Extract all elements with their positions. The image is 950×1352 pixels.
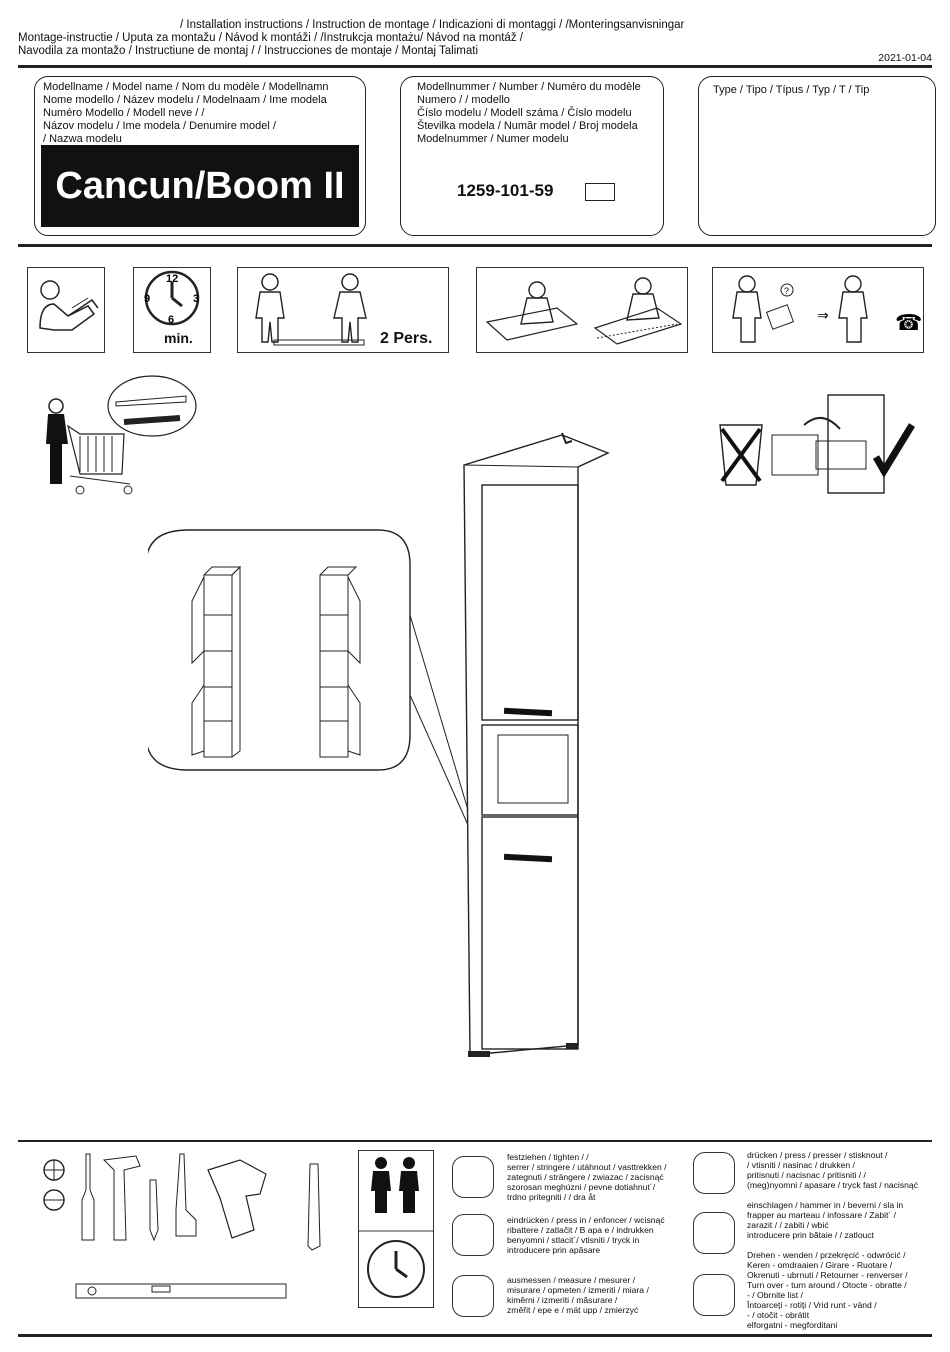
time-required-icon: 12 3 6 9 min.: [133, 267, 211, 353]
type-label: Type / Tipo / Típus / Typ / T / Tip: [713, 84, 870, 96]
svg-text:?: ?: [784, 286, 789, 296]
model-number-box: Modellnummer / Number / Numéro du modèle…: [400, 76, 664, 236]
cabinet-illustration: [145, 425, 618, 1095]
hardware-shopping-illustration: [40, 372, 200, 502]
svg-text:6: 6: [168, 314, 174, 326]
tighten-description: festziehen / tighten / / serrer / string…: [507, 1152, 667, 1202]
header-line-1: / Installation instructions / Instructio…: [180, 19, 685, 31]
footer-divider-top: [18, 1140, 932, 1142]
turn-over-icon: [693, 1274, 735, 1316]
header-line-3: Navodila za montažo / Instructiune de mo…: [18, 45, 479, 57]
persons-label: 2 Pers.: [380, 330, 433, 347]
svg-text:3: 3: [193, 293, 199, 305]
persons-and-time-panel: [358, 1150, 434, 1308]
turn-over-description: Drehen - wenden / przekręcić - odwrócić …: [747, 1250, 908, 1330]
time-unit-label: min.: [164, 330, 193, 346]
work-on-soft-surface-icon: [476, 267, 688, 353]
model-number-label: Modellnummer / Number / Numéro du modèle…: [417, 81, 641, 145]
contact-support-icon: ? ⇒ ☎: [712, 267, 924, 353]
info-divider: [18, 244, 932, 247]
model-name-box: Modellname / Model name / Nom du modèle …: [34, 76, 366, 236]
dispose-packaging-illustration: [712, 385, 922, 495]
tighten-icon: [452, 1156, 494, 1198]
model-number: 1259-101-59: [457, 181, 554, 200]
measure-description: ausmessen / measure / mesurer / misurare…: [507, 1275, 649, 1315]
model-name: Cancun/Boom II: [41, 145, 359, 227]
header-divider: [18, 65, 932, 68]
press-icon: [693, 1152, 735, 1194]
read-instructions-icon: [27, 267, 105, 353]
footer-divider-bottom: [18, 1334, 932, 1337]
document-date: 2021-01-04: [878, 52, 932, 64]
required-tools-illustration: [40, 1150, 340, 1310]
svg-text:12: 12: [166, 273, 178, 285]
svg-text:⇒: ⇒: [817, 307, 829, 323]
model-number-checkbox: [585, 183, 615, 201]
two-persons-icon: 2 Pers.: [237, 267, 449, 353]
press-in-icon: [452, 1214, 494, 1256]
press-in-description: eindrücken / press in / enfoncer / wcisn…: [507, 1215, 665, 1255]
model-name-label: Modellname / Model name / Nom du modèle …: [43, 81, 329, 145]
svg-text:☎: ☎: [895, 311, 922, 336]
header-line-2: Montage-instructie / Uputa za montažu / …: [18, 32, 523, 44]
svg-text:9: 9: [144, 293, 150, 305]
hammer-icon: [693, 1212, 735, 1254]
press-description: drücken / press / presser / stisknout / …: [747, 1150, 918, 1190]
measure-icon: [452, 1275, 494, 1317]
hammer-description: einschlagen / hammer in / beverni / sla …: [747, 1200, 904, 1240]
type-box: Type / Tipo / Típus / Typ / T / Tip: [698, 76, 936, 236]
